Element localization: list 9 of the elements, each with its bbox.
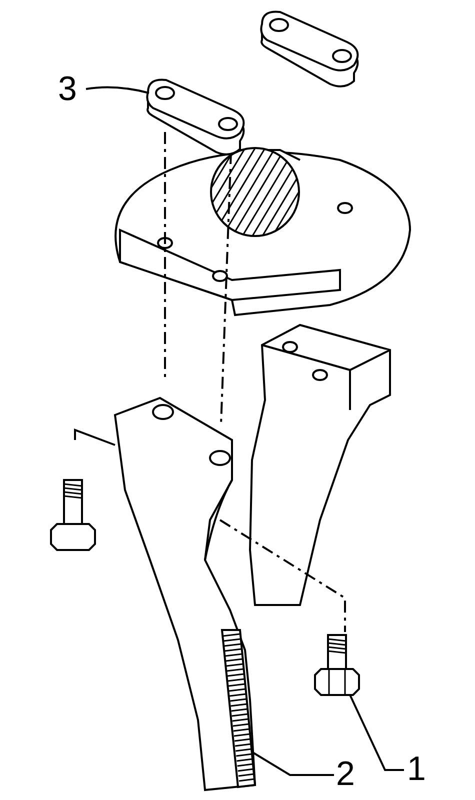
bolt-drawing [314, 634, 360, 696]
leader-line [251, 751, 334, 776]
leader-line [349, 694, 404, 771]
callout-number: 2 [336, 757, 355, 791]
callout-number: 1 [407, 752, 426, 786]
bracket-drawing [146, 78, 245, 156]
leader-line [86, 86, 150, 94]
callout-number: 3 [58, 72, 77, 106]
blade-drawing [74, 396, 256, 792]
